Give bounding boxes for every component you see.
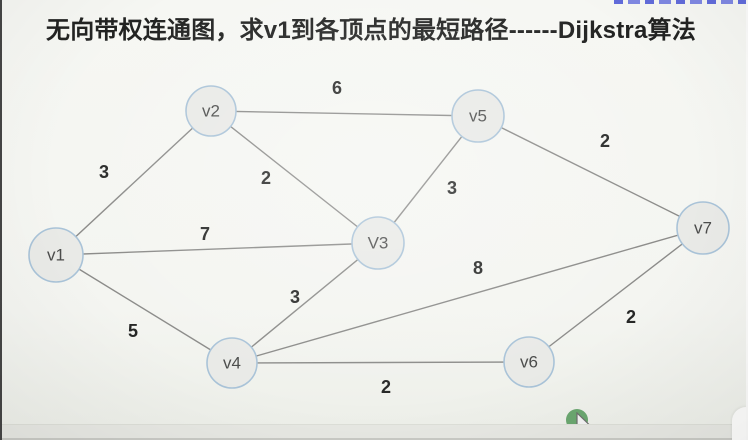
graph-node-label-v5: v5 (469, 107, 487, 126)
graph-node-v2 (185, 85, 237, 137)
edge-weight-v5-v7: 2 (600, 131, 610, 151)
edge-weight-v2-v3: 2 (261, 168, 271, 188)
edge-weight-v6-v7: 2 (626, 307, 636, 327)
graph-node-label-v4: v4 (223, 354, 241, 373)
frame-left-edge (0, 0, 2, 440)
graph-node-v6 (503, 336, 555, 388)
graph-edge-v2-v5 (210, 110, 479, 117)
graph-node-label-v6: v6 (520, 353, 538, 372)
graph-edge-v4-v6 (231, 361, 530, 364)
graph-edge-v3-v5 (377, 115, 479, 244)
graph-node-label-v2: v2 (202, 102, 220, 121)
graph-edge-v1-v3 (55, 242, 379, 256)
frame-bottom-strip (0, 424, 748, 440)
graph-edge-v4-v7 (231, 227, 704, 364)
graph-edge-v5-v7 (477, 115, 704, 229)
edge-weight-v1-v3: 7 (200, 224, 210, 244)
page-title: 无向带权连通图，求v1到各顶点的最短路径------Dijkstra算法 (46, 17, 696, 44)
graph-node-v1 (28, 227, 84, 283)
graph-edge-v1-v2 (55, 110, 212, 256)
corner-panel (732, 407, 748, 440)
edge-weight-v3-v4: 3 (290, 287, 300, 307)
graph-node-v5 (451, 89, 505, 143)
graph-edge-v1-v4 (55, 254, 233, 364)
graph-node-label-v3: V3 (368, 234, 389, 253)
watermark-cropped-text (614, 0, 746, 4)
edge-weight-v1-v2: 3 (99, 162, 109, 182)
graph-edge-v2-v3 (210, 110, 379, 244)
edge-weight-v3-v5: 3 (447, 178, 457, 198)
edge-weight-v4-v6: 2 (381, 377, 391, 397)
graph-node-v4 (206, 337, 258, 389)
graph-edge-v3-v4 (231, 242, 379, 364)
graph-edge-v6-v7 (528, 227, 704, 363)
frame-right-edge (746, 0, 748, 440)
edge-weight-v1-v4: 5 (128, 321, 138, 341)
graph-node-v7 (676, 201, 730, 255)
graph-node-v3 (351, 216, 405, 270)
edge-weight-v4-v7: 8 (473, 258, 483, 278)
graph-node-label-v7: v7 (694, 219, 712, 238)
edge-weight-v2-v5: 6 (332, 78, 342, 98)
graph-node-label-v1: v1 (47, 246, 65, 265)
